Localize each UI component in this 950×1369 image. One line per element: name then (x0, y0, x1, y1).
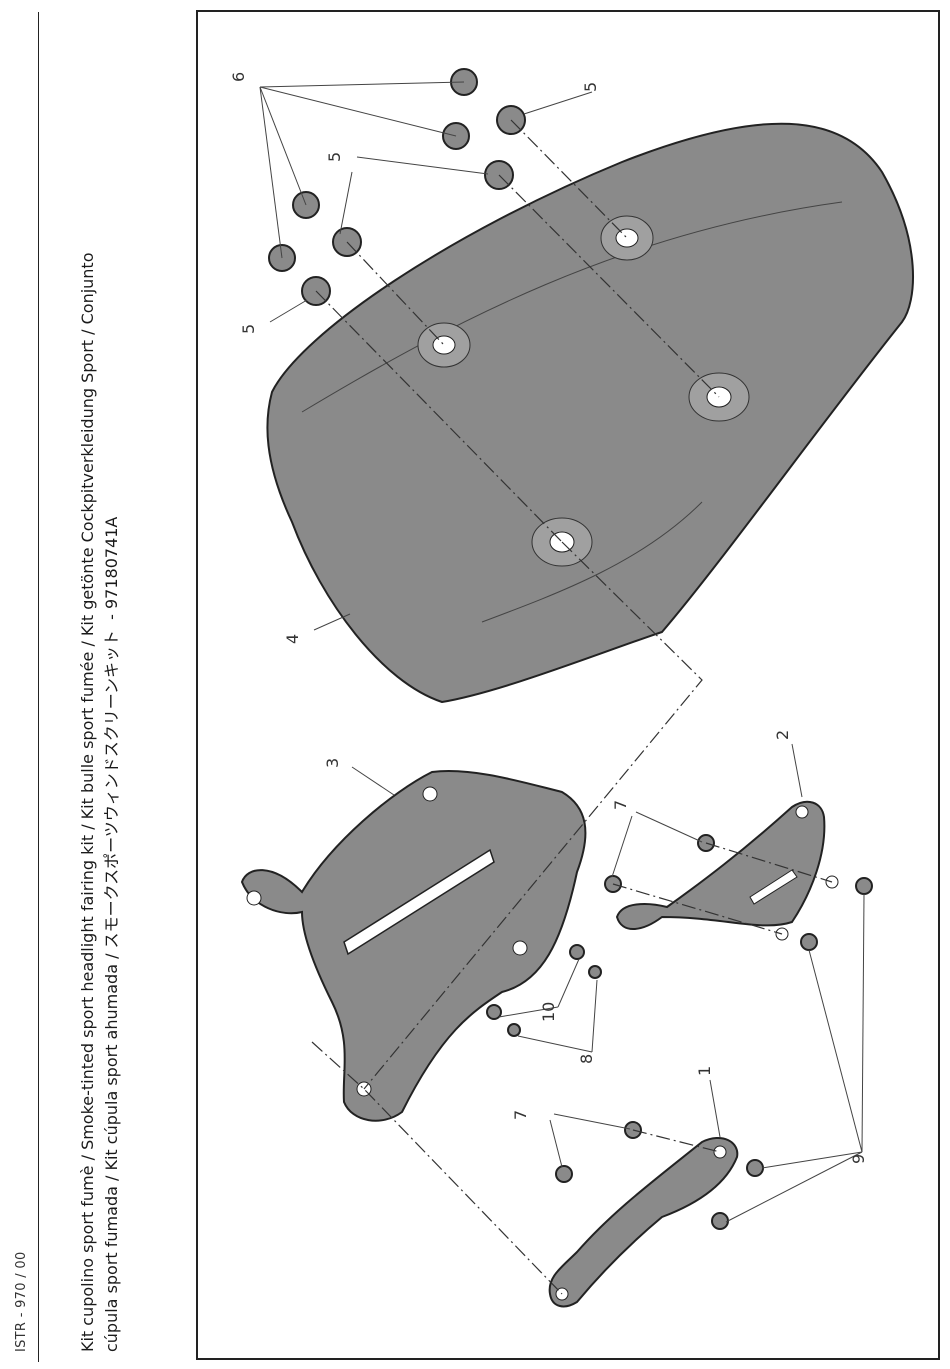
bracket-hole (513, 941, 527, 955)
label-7a: 7 (611, 800, 630, 810)
title-line2-text: cúpula sport fumada / Kit cúpula sport a… (102, 630, 121, 1352)
label-5a: 5 (581, 82, 600, 92)
label-4: 4 (283, 634, 302, 644)
label-5b: 5 (325, 152, 344, 162)
arm-hole (796, 806, 808, 818)
label-8: 8 (577, 1054, 596, 1064)
label-9: 9 (849, 1154, 868, 1164)
label-2: 2 (773, 730, 792, 740)
bracket-hole (247, 891, 261, 905)
support-arm-right-part (617, 802, 824, 929)
document-code: ISTR - 970 / 00 (14, 1251, 29, 1352)
arm-hole (714, 1146, 726, 1158)
document-title-line2: cúpula sport fumada / Kit cúpula sport a… (98, 517, 122, 1352)
exploded-view-diagram: 1 2 3 4 5 5 5 6 7 7 8 9 10 (198, 12, 938, 1358)
label-5c: 5 (239, 324, 258, 334)
label-7b: 7 (511, 1110, 530, 1120)
knob-fasteners (269, 69, 477, 271)
diagram-frame: 1 2 3 4 5 5 5 6 7 7 8 9 10 (196, 10, 940, 1360)
part-number: - 97180741A (102, 517, 121, 620)
label-3: 3 (323, 758, 342, 768)
label-1: 1 (695, 1066, 714, 1076)
windscreen-part (267, 124, 913, 702)
margin-rule (38, 12, 39, 1362)
bracket-plate-part (242, 771, 585, 1121)
bracket-hole (423, 787, 437, 801)
document-title-line1: Kit cupolino sport fumè / Smoke-tinted s… (78, 253, 97, 1353)
label-10: 10 (539, 1002, 558, 1022)
label-6: 6 (229, 72, 248, 82)
support-arm-left-part (550, 1138, 738, 1306)
